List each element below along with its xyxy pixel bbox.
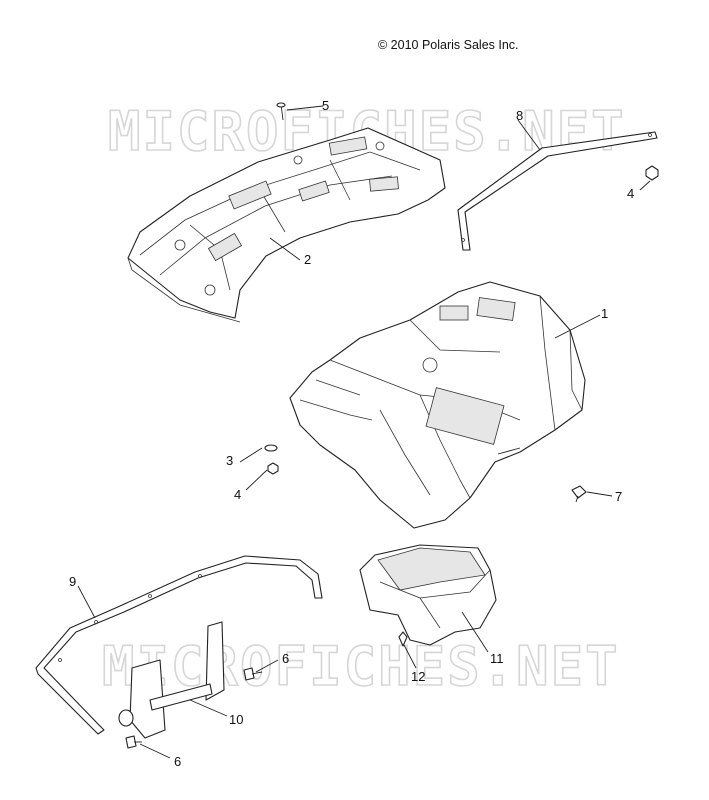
callout-3: 3 [226, 453, 233, 468]
callout-1: 1 [601, 306, 608, 321]
callout-4-top: 4 [627, 186, 634, 201]
callout-6-lower: 6 [174, 754, 181, 769]
callout-10: 10 [229, 712, 243, 727]
callout-11: 11 [490, 651, 504, 666]
rear-rack [127, 127, 446, 323]
screw [276, 102, 286, 121]
bolt-upper [243, 667, 263, 681]
bolt-lower [125, 735, 142, 749]
nut-top [645, 165, 659, 181]
leader-lines [77, 105, 651, 759]
watermark-bottom: MICROFICHES.NET [102, 635, 620, 698]
rack-rail [457, 131, 658, 251]
callout-2: 2 [304, 252, 311, 267]
callout-9: 9 [69, 574, 76, 589]
callout-6-upper: 6 [282, 651, 289, 666]
callout-8: 8 [516, 108, 523, 123]
rear-fender [289, 281, 586, 529]
rack-frame [35, 555, 323, 735]
callout-12: 12 [411, 669, 425, 684]
splash-panel [359, 544, 497, 646]
copyright-notice: © 2010 Polaris Sales Inc. [378, 38, 519, 52]
mounting-bracket [118, 621, 225, 739]
callout-5: 5 [322, 98, 329, 113]
callout-7: 7 [615, 489, 622, 504]
clip [398, 631, 408, 647]
washer [264, 444, 278, 452]
nut-left [267, 462, 279, 475]
callout-labels: 5 8 4 2 1 3 4 7 9 6 10 6 11 12 [69, 98, 634, 769]
callout-4-left: 4 [234, 487, 241, 502]
push-rivet [571, 485, 587, 503]
